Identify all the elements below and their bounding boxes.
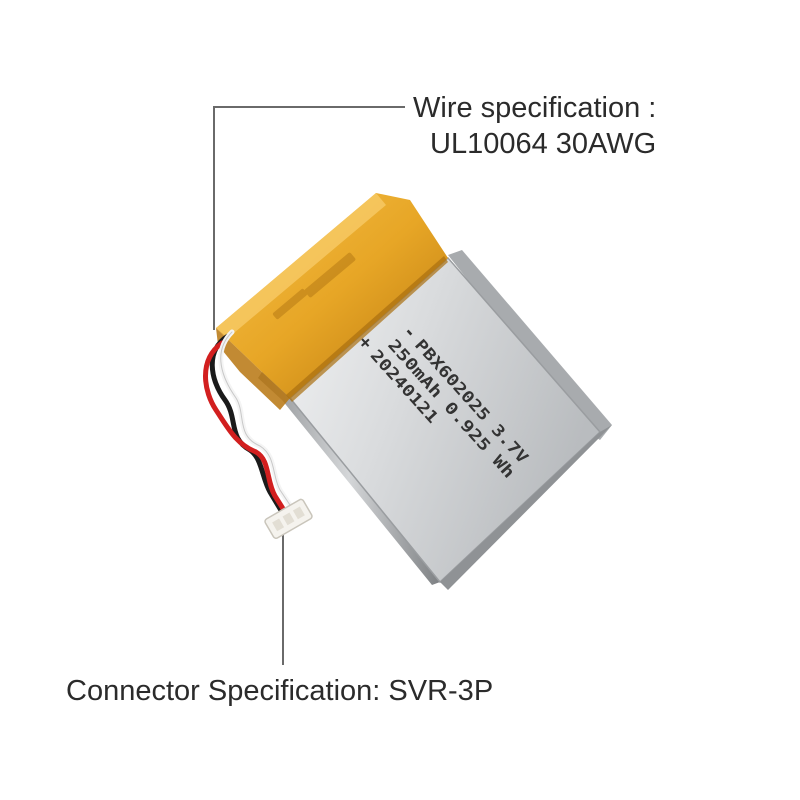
kapton-tape-edge bbox=[286, 256, 448, 402]
battery-cell: - PBX602025 3.7V 250mAh 0.925 Wh + 20240… bbox=[216, 193, 612, 590]
lead-wires bbox=[203, 329, 295, 518]
wire-callout-leader bbox=[213, 106, 405, 330]
connector-spec-text: Connector Specification: SVR-3P bbox=[66, 675, 493, 707]
wire-spec-value: UL10064 30AWG bbox=[430, 128, 656, 160]
battery-right-flange bbox=[448, 250, 612, 440]
svr-3p-connector bbox=[264, 498, 313, 540]
wire-red bbox=[203, 340, 290, 518]
battery-seam bbox=[440, 425, 612, 590]
battery-side-wall bbox=[258, 372, 440, 585]
wire-spec-title: Wire specification : bbox=[413, 92, 656, 124]
kapton-tape bbox=[216, 193, 448, 398]
kapton-tape-side bbox=[216, 328, 290, 410]
kapton-tape-fold bbox=[216, 193, 386, 338]
wire-black bbox=[209, 333, 285, 515]
tape-embossing bbox=[272, 252, 356, 320]
